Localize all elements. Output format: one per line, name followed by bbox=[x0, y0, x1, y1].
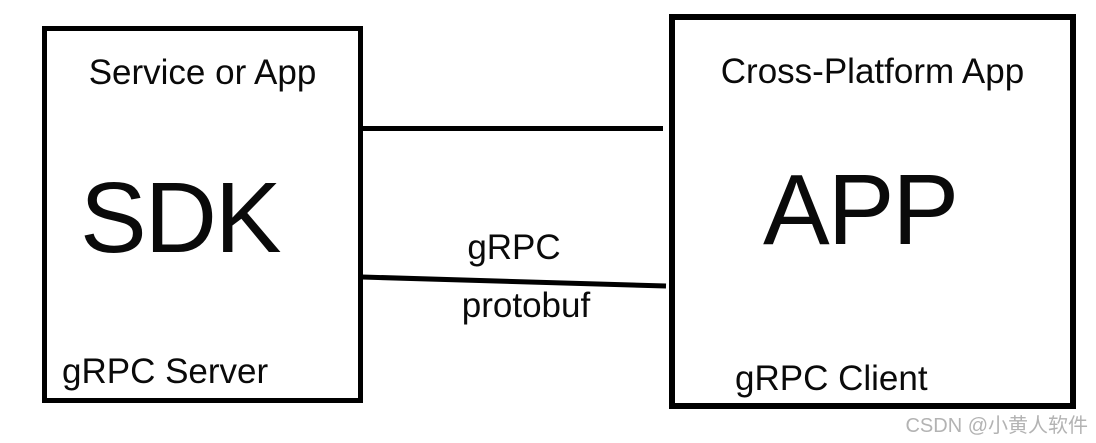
client-box-title: Cross-Platform App bbox=[720, 52, 1025, 91]
client-box-main-label: APP bbox=[763, 154, 959, 266]
connection-line-bottom bbox=[361, 274, 667, 289]
server-box-footer-label: gRPC Server bbox=[62, 352, 269, 391]
csdn-watermark: CSDN @小黄人软件 bbox=[905, 415, 1088, 437]
server-box-main-label: SDK bbox=[80, 162, 282, 274]
client-box-footer-label: gRPC Client bbox=[735, 359, 928, 398]
connection-label-protobuf: protobuf bbox=[461, 286, 591, 325]
grpc-client-box: Cross-Platform App APP gRPC Client bbox=[669, 14, 1076, 409]
connection-label-grpc: gRPC bbox=[467, 228, 561, 267]
server-box-title: Service or App bbox=[88, 53, 317, 92]
grpc-server-box: Service or App SDK gRPC Server bbox=[42, 26, 363, 403]
